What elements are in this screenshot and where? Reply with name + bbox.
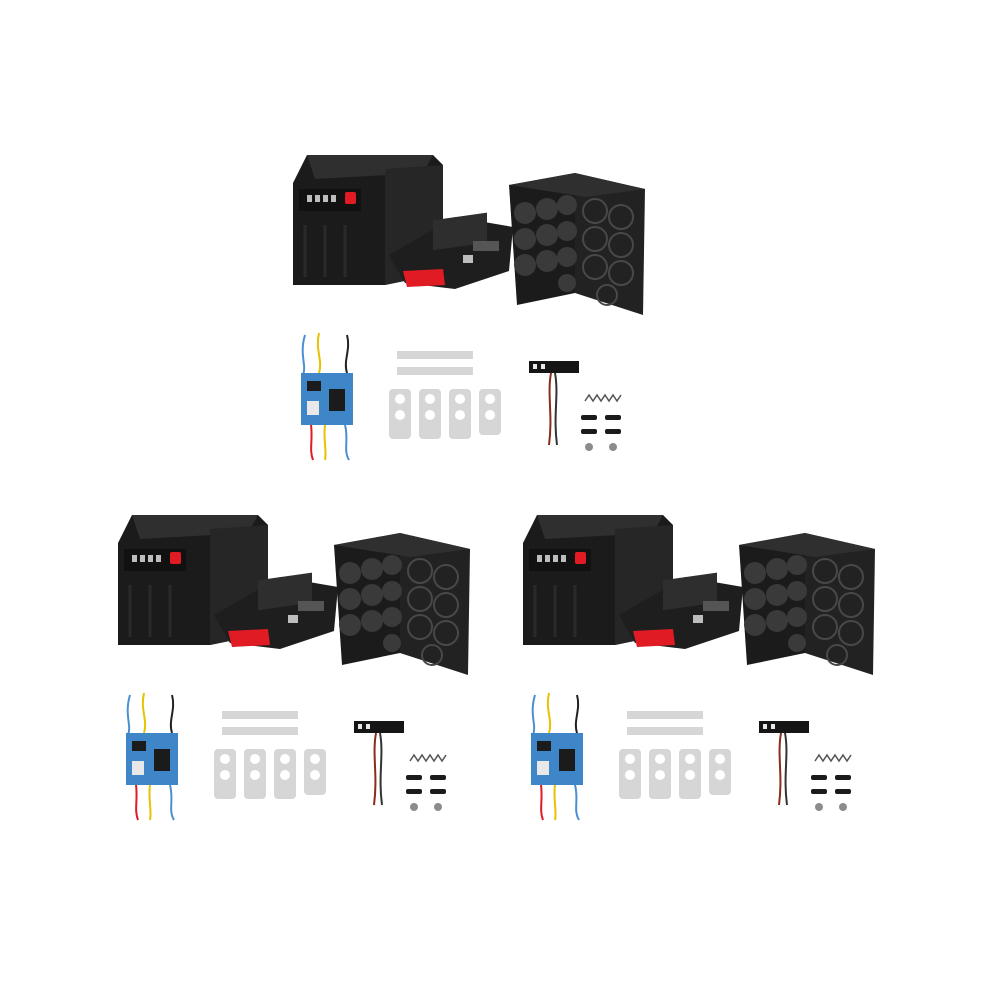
- nickel-strips: [389, 351, 501, 439]
- springs-and-screws: [406, 753, 447, 811]
- indicator-board: [354, 721, 404, 806]
- nickel-strips: [619, 711, 731, 799]
- bms-board: [531, 692, 583, 821]
- bms-board: [301, 332, 353, 461]
- base-terminal: [214, 572, 338, 649]
- springs-and-screws: [581, 393, 622, 451]
- nickel-strips: [214, 711, 326, 799]
- springs-and-screws: [811, 753, 852, 811]
- battery-kit-bottom-left: [110, 505, 490, 825]
- kit-svg: [118, 515, 470, 821]
- indicator-board: [759, 721, 809, 806]
- kit-svg: [523, 515, 875, 821]
- battery-kit-bottom-right: [515, 505, 895, 825]
- battery-kit-top: [285, 145, 665, 465]
- kit-svg: [293, 155, 645, 461]
- base-terminal: [619, 572, 743, 649]
- bms-board: [126, 692, 178, 821]
- cell-holder: [509, 173, 645, 315]
- base-terminal: [389, 212, 513, 289]
- cell-holder: [334, 533, 470, 675]
- indicator-board: [529, 361, 579, 446]
- cell-holder: [739, 533, 875, 675]
